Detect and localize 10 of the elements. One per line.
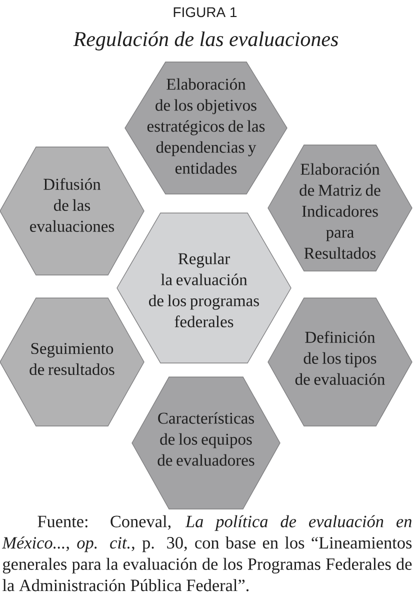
hexagon: Elaboración de Matriz de Indicadores para Resultados bbox=[268, 144, 412, 272]
hexagon: Seguimiento de resultados bbox=[0, 298, 144, 426]
title: Regulación de las evaluaciones bbox=[73, 31, 338, 50]
hexagon: Definición de los tipos de evaluación bbox=[268, 298, 412, 426]
caption: Fuente: Coneval, La política de evaluación en México..., op. cit., p. 30, con base en los “Lineamientos generales para la evaluación de los Programas Federales de la Administración Pública Federal”. bbox=[2, 515, 412, 592]
hexagon: Difusión de las evaluaciones bbox=[0, 146, 144, 276]
hexagon: Características de los equipos de evaluadores bbox=[132, 376, 280, 510]
figure-label: FIGURA 1 bbox=[174, 7, 237, 18]
hexagon: Elaboración de los objetivos estratégicos de las dependencias y entidades bbox=[124, 62, 288, 194]
hexagon: Regular la evaluación de los programas federales bbox=[116, 212, 292, 364]
